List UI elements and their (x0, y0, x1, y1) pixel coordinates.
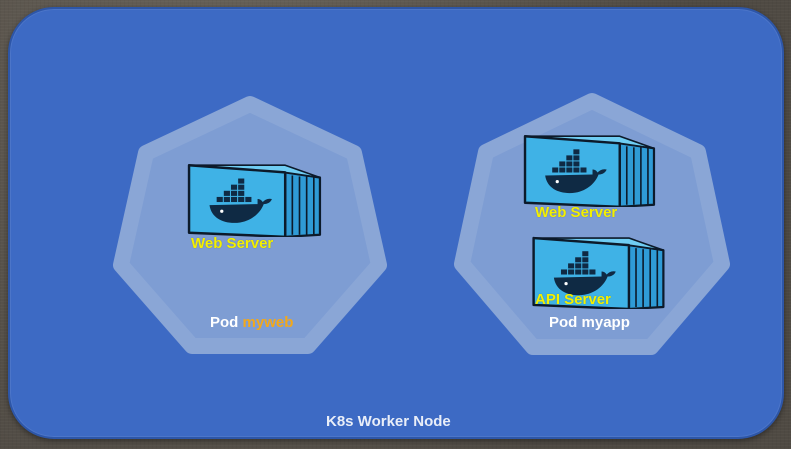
pod-label: Pod myapp (549, 314, 630, 331)
container-label: Web Server (191, 235, 274, 252)
docker-container-icon (523, 135, 656, 207)
pod-label: Pod myweb (210, 314, 293, 331)
pod-prefix: Pod (549, 314, 578, 331)
docker-container-icon (187, 163, 322, 237)
pod-name: myapp (581, 314, 630, 331)
pod-prefix: Pod (210, 314, 239, 331)
node-title: K8s Worker Node (326, 413, 451, 430)
pod-name: myweb (242, 314, 294, 331)
container-label: API Server (535, 291, 611, 308)
container-label: Web Server (535, 204, 618, 221)
